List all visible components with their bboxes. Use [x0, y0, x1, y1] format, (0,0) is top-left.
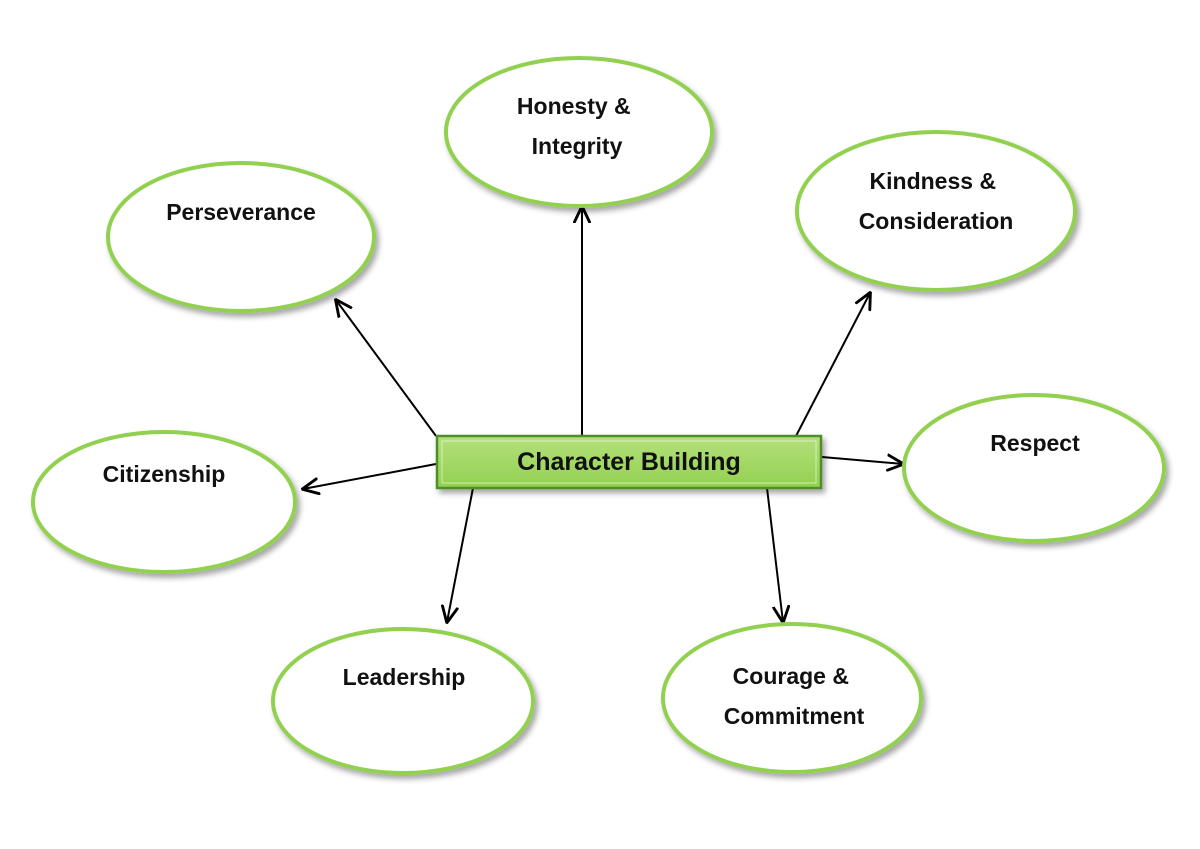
node-honesty-line-1: Honesty &	[517, 93, 631, 119]
node-courage: Courage & Commitment	[661, 622, 923, 774]
node-leadership-line-1: Leadership	[343, 664, 466, 690]
node-layer: Honesty & Integrity Perseverance Kindnes…	[31, 56, 1166, 775]
node-leadership-label: Leadership	[343, 664, 466, 690]
node-honesty-line-2: Integrity	[532, 133, 623, 159]
arrow-to-leadership	[447, 487, 474, 622]
node-courage-label: Courage & Commitment	[724, 663, 865, 729]
node-perseverance: Perseverance	[106, 161, 376, 313]
node-respect: Respect	[902, 393, 1166, 543]
connectors	[303, 207, 903, 622]
center-node: Character Building	[435, 434, 823, 490]
node-honesty: Honesty & Integrity	[444, 56, 714, 208]
node-citizenship-line-1: Citizenship	[103, 461, 226, 487]
node-courage-line-1: Courage &	[733, 663, 849, 689]
node-kindness: Kindness & Consideration	[795, 130, 1077, 292]
node-leadership: Leadership	[271, 627, 535, 775]
node-kindness-line-2: Consideration	[859, 208, 1014, 234]
node-respect-label: Respect	[990, 430, 1080, 456]
arrow-to-kindness	[795, 293, 870, 437]
arrow-to-courage	[766, 487, 783, 622]
node-citizenship: Citizenship	[31, 430, 297, 574]
node-perseverance-label: Perseverance	[166, 199, 316, 225]
node-respect-line-1: Respect	[990, 430, 1080, 456]
arrow-to-perseverance	[336, 300, 437, 437]
node-honesty-label: Honesty & Integrity	[517, 93, 637, 159]
node-kindness-line-1: Kindness &	[870, 168, 997, 194]
node-citizenship-label: Citizenship	[103, 461, 226, 487]
center-node-label: Character Building	[517, 448, 741, 476]
node-kindness-label: Kindness & Consideration	[859, 168, 1014, 234]
node-perseverance-line-1: Perseverance	[166, 199, 316, 225]
arrow-to-citizenship	[303, 463, 437, 489]
node-courage-line-2: Commitment	[724, 703, 865, 729]
arrow-to-respect	[821, 457, 903, 464]
